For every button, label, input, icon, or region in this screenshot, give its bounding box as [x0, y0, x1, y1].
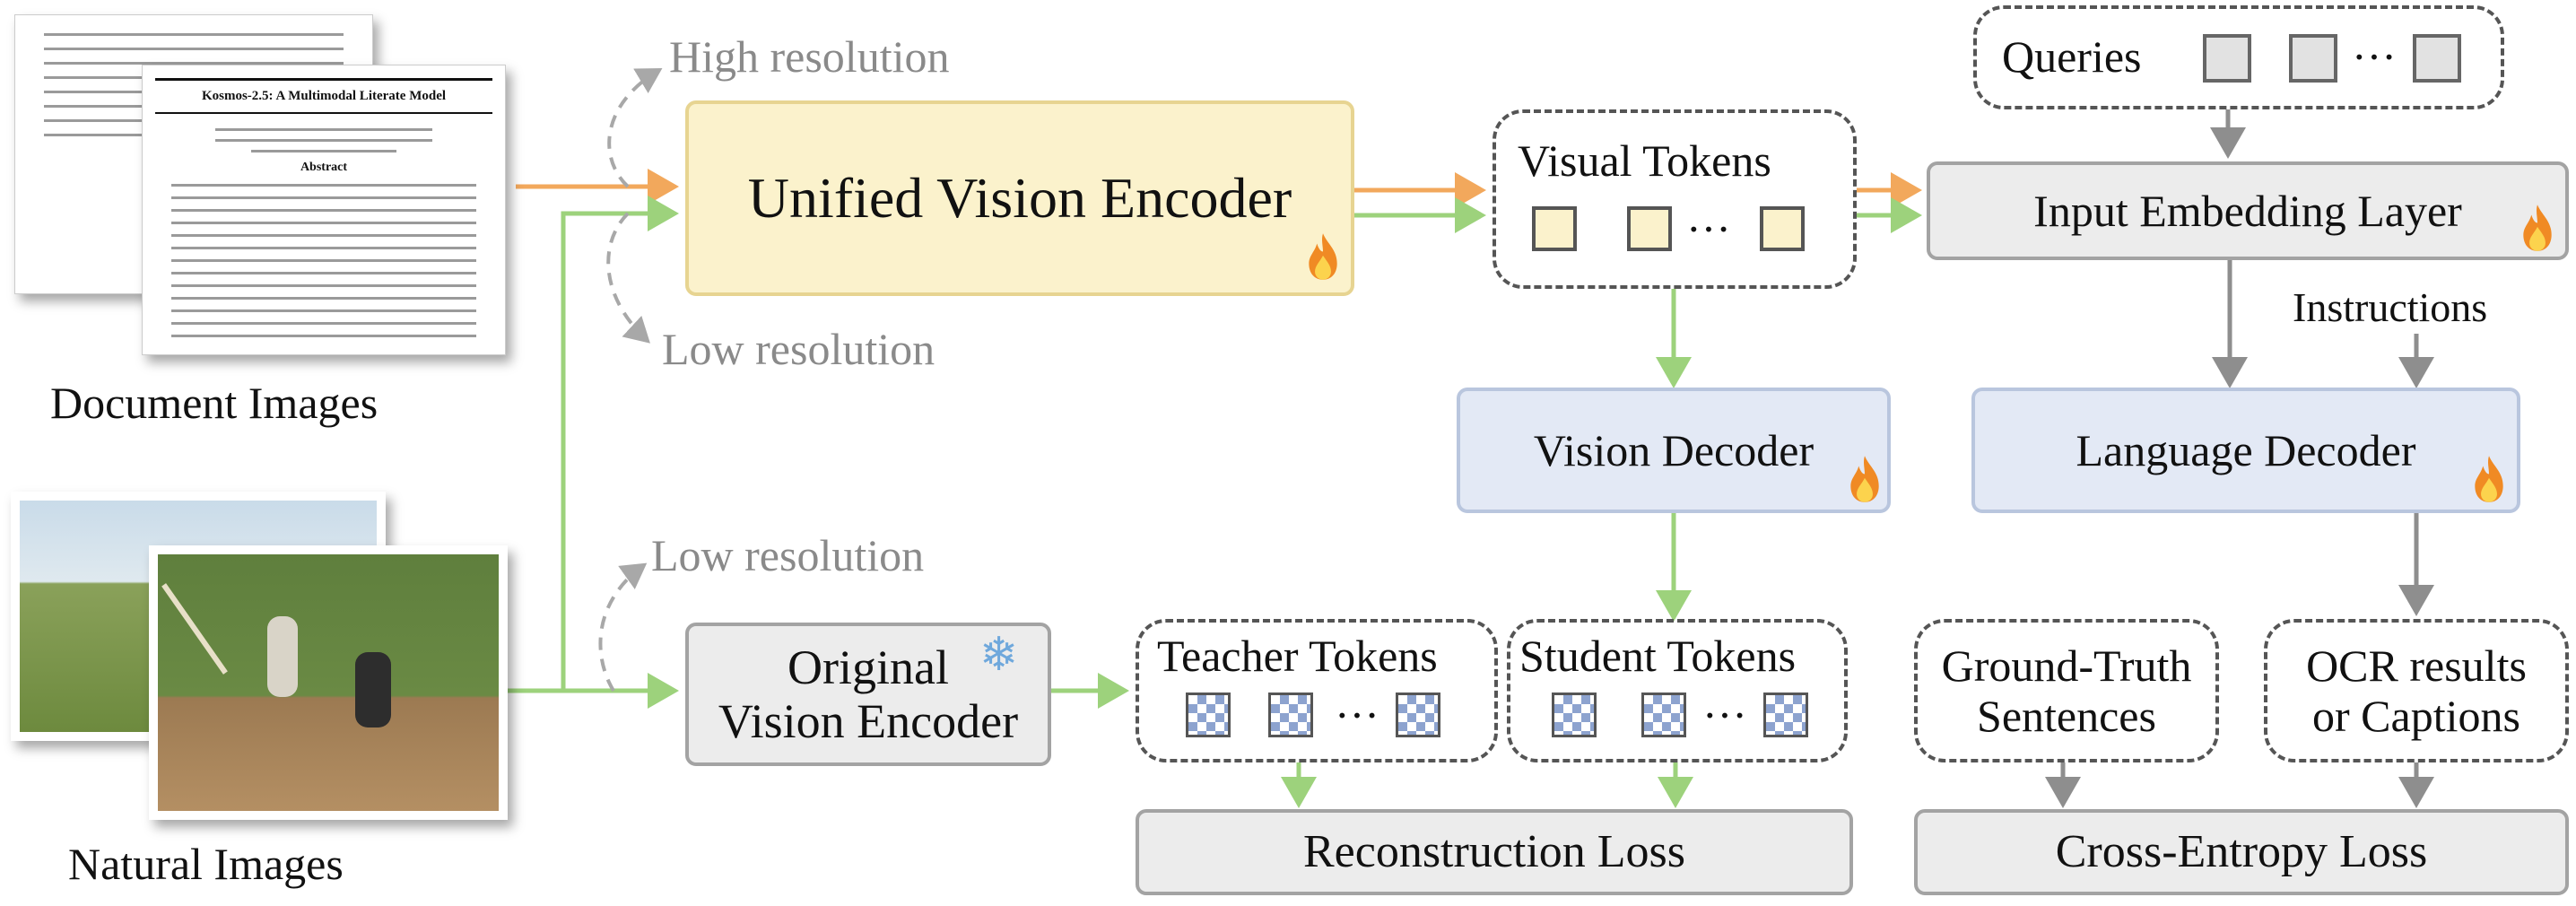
original-vision-encoder-line2: Vision Encoder — [718, 694, 1019, 748]
cross-entropy-loss-label: Cross-Entropy Loss — [2055, 825, 2428, 877]
student-token — [1763, 693, 1808, 737]
reconstruction-loss-label: Reconstruction Loss — [1302, 825, 1686, 877]
cross-entropy-loss: Cross-Entropy Loss — [1914, 809, 2569, 895]
document-title: Kosmos-2.5: A Multimodal Literate Model — [201, 89, 447, 103]
teacher-token — [1186, 693, 1231, 737]
query-token — [2289, 34, 2337, 83]
teacher-tokens-group — [1136, 619, 1498, 762]
query-token — [2413, 34, 2461, 83]
document-section-heading: Abstract — [300, 161, 348, 174]
ocr-line1: OCR results — [2306, 640, 2527, 691]
teacher-tokens-label: Teacher Tokens — [1157, 631, 1438, 681]
visual-token — [1760, 206, 1805, 251]
language-decoder: Language Decoder — [1971, 388, 2520, 513]
visual-token — [1627, 206, 1672, 251]
unified-vision-encoder-label: Unified Vision Encoder — [747, 166, 1292, 231]
curve-low-resolution-bottom — [598, 562, 648, 693]
curve-high-resolution — [607, 67, 663, 188]
visual-tokens-group — [1493, 109, 1857, 289]
low-resolution-label-bottom: Low resolution — [651, 530, 925, 580]
low-resolution-label-top: Low resolution — [662, 324, 936, 374]
student-token — [1641, 693, 1686, 737]
unified-vision-encoder: Unified Vision Encoder — [685, 100, 1354, 296]
fire-icon — [1309, 233, 1337, 280]
vision-decoder: Vision Decoder — [1457, 388, 1891, 513]
instructions-label: Instructions — [2293, 284, 2488, 330]
input-embedding-layer-label: Input Embedding Layer — [2033, 186, 2462, 236]
natural-images-label: Natural Images — [68, 839, 344, 889]
curve-low-resolution-top — [606, 212, 650, 344]
fire-icon — [2523, 205, 2552, 251]
document-image-front: Kosmos-2.5: A Multimodal Literate Model … — [142, 65, 506, 355]
high-resolution-label: High resolution — [669, 31, 950, 82]
student-token — [1552, 693, 1597, 737]
teacher-tokens-ellipsis: ··· — [1335, 690, 1379, 740]
visual-tokens-label: Visual Tokens — [1518, 135, 1771, 186]
visual-tokens-ellipsis: ··· — [1686, 204, 1731, 254]
teacher-token — [1268, 693, 1313, 737]
arrow-natural-to-unified — [561, 196, 679, 691]
fire-icon — [2475, 456, 2503, 502]
natural-image-front — [149, 545, 508, 820]
input-embedding-layer: Input Embedding Layer — [1927, 161, 2569, 260]
queries-group — [1973, 5, 2504, 109]
query-token — [2203, 34, 2251, 83]
student-tokens-ellipsis: ··· — [1702, 690, 1747, 740]
ground-truth-line2: Sentences — [1977, 691, 2156, 741]
original-vision-encoder: Original Vision Encoder — [685, 623, 1051, 766]
language-decoder-label: Language Decoder — [2076, 425, 2416, 475]
fire-icon — [1850, 456, 1879, 502]
ground-truth-line1: Ground-Truth — [1941, 640, 2192, 691]
queries-label: Queries — [2002, 31, 2142, 82]
vision-decoder-label: Vision Decoder — [1533, 425, 1815, 475]
original-vision-encoder-line1: Original — [788, 640, 949, 694]
queries-ellipsis: ··· — [2352, 31, 2397, 82]
student-tokens-label: Student Tokens — [1519, 631, 1797, 681]
ocr-captions-group: OCR results or Captions — [2264, 619, 2569, 762]
teacher-token — [1396, 693, 1440, 737]
ground-truth-sentences-group: Ground-Truth Sentences — [1914, 619, 2219, 762]
ocr-line2: or Captions — [2312, 691, 2520, 741]
document-images-label: Document Images — [50, 378, 379, 428]
reconstruction-loss: Reconstruction Loss — [1136, 809, 1853, 895]
visual-token — [1532, 206, 1577, 251]
snowflake-icon: ❄ — [979, 628, 1019, 682]
student-tokens-group — [1507, 619, 1848, 762]
